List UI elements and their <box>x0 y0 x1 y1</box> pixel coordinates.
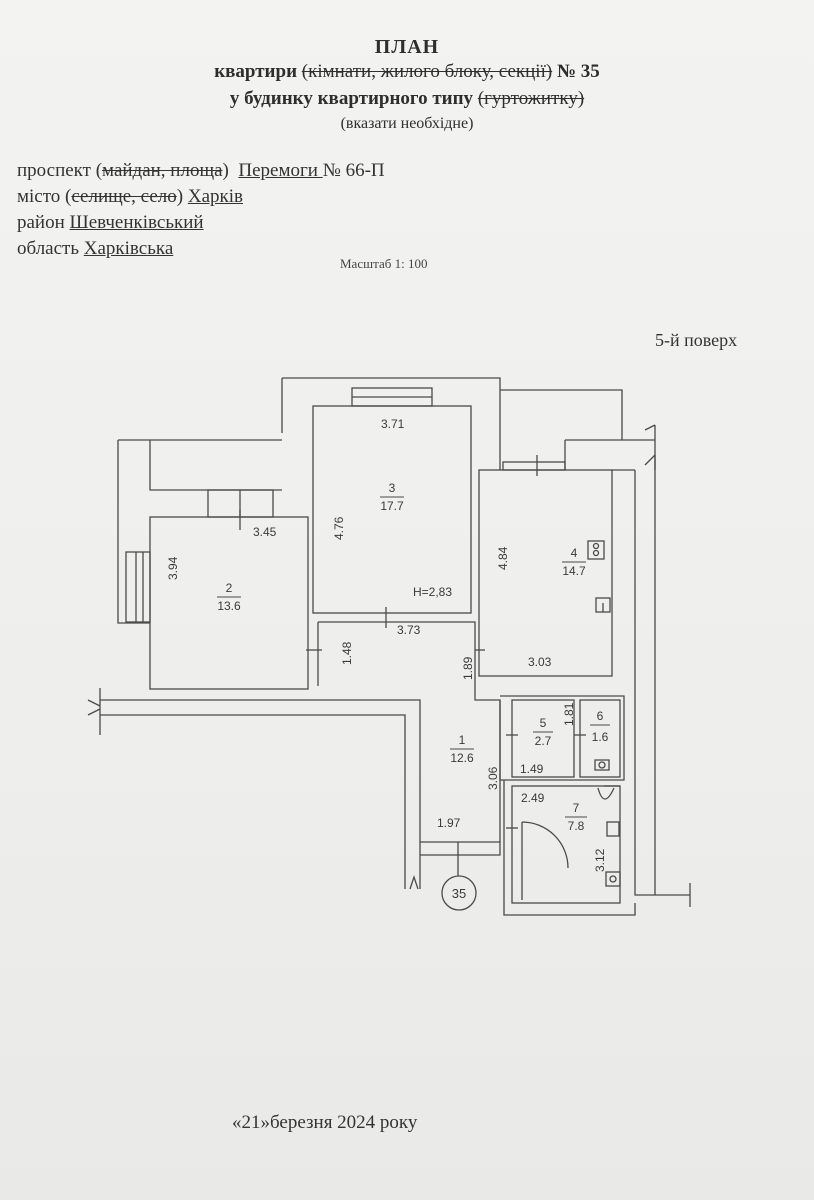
room-6-area: 1.6 <box>592 730 609 744</box>
header-apartment-number: № 35 <box>552 61 600 82</box>
dim-room7-height: 3.12 <box>593 848 607 872</box>
header-struck-options: (кімнати, жилого блоку, секції) <box>301 61 553 82</box>
room-4-area: 14.7 <box>562 564 586 578</box>
room-1-number: 1 <box>459 733 466 747</box>
address-region: область Харківська <box>17 238 173 260</box>
header-struck-dormitory: (гуртожитку) <box>477 88 585 109</box>
header-line-apartment: квартири (кімнати, жилого блоку, секції)… <box>0 61 814 83</box>
dimension-labels: 3.71 4.76 H=2,83 3.45 3.94 4.84 3.03 3.7… <box>166 417 607 872</box>
header-building-prefix: у будинку квартирного типу <box>229 88 478 109</box>
dim-room1-width: 1.97 <box>437 816 461 830</box>
dim-room3-height: 4.76 <box>332 516 346 540</box>
room-3-area: 17.7 <box>380 499 404 513</box>
floor-label: 5-й поверх <box>655 330 738 350</box>
dim-room3-width: 3.71 <box>381 417 405 431</box>
room-7-area: 7.8 <box>568 819 585 833</box>
room-6-number: 6 <box>597 709 604 723</box>
street-label: проспект <box>17 160 91 181</box>
header-apartment-prefix: квартири <box>214 61 302 82</box>
dim-room4-height: 4.84 <box>496 546 510 570</box>
dim-room2-height: 3.94 <box>166 556 180 580</box>
city-label: місто <box>17 186 61 207</box>
city-value: Харків <box>187 186 243 207</box>
room-2-area: 13.6 <box>217 599 241 613</box>
address-district: район Шевченківський <box>17 212 204 234</box>
street-struck: майдан, площа <box>102 160 223 181</box>
plan-walls <box>87 377 691 916</box>
region-value: Харківська <box>83 238 174 259</box>
dim-room1-height: 3.06 <box>486 766 500 790</box>
scale-label: Масштаб 1: 100 <box>340 256 428 271</box>
header-line-building: у будинку квартирного типу (гуртожитку) <box>0 88 814 110</box>
room-5-area: 2.7 <box>535 734 552 748</box>
room-5-number: 5 <box>540 716 547 730</box>
room-7-number: 7 <box>573 801 580 815</box>
dim-corridor-height: 1.48 <box>340 641 354 665</box>
address-city: місто (селище, село) Харків <box>17 186 243 207</box>
dim-corridor2-height: 1.89 <box>461 656 475 680</box>
street-value: Перемоги <box>238 160 323 181</box>
dim-room5-width: 1.49 <box>520 762 544 776</box>
dim-ceiling-height: H=2,83 <box>413 585 452 599</box>
dim-room4-width: 3.03 <box>528 655 552 669</box>
room-4-number: 4 <box>571 546 578 560</box>
dim-corridor-width: 3.73 <box>397 623 421 637</box>
city-struck: селище, село <box>71 186 177 207</box>
room-2-number: 2 <box>226 581 233 595</box>
street-number: № 66-П <box>322 160 385 181</box>
region-label: область <box>17 238 80 259</box>
district-label: район <box>17 212 65 233</box>
district-value: Шевченківський <box>69 212 204 233</box>
room-3-number: 3 <box>389 481 396 495</box>
room-1-area: 12.6 <box>450 751 474 765</box>
apartment-number-marker: 35 <box>452 886 466 901</box>
dim-room5-height: 1.81 <box>562 702 576 726</box>
dim-room7-width: 2.49 <box>521 791 545 805</box>
document-title: ПЛАН <box>374 36 440 58</box>
address-street: проспект (майдан, площа) Перемоги № 66-П <box>17 160 385 181</box>
dim-room2-width: 3.45 <box>253 525 277 539</box>
header-note: (вказати необхідне) <box>340 115 474 132</box>
room-labels: 3 17.7 2 13.6 4 14.7 1 12.6 5 2.7 6 1.6 … <box>217 481 610 901</box>
document-date: «21»березня 2024 року <box>232 1112 418 1133</box>
